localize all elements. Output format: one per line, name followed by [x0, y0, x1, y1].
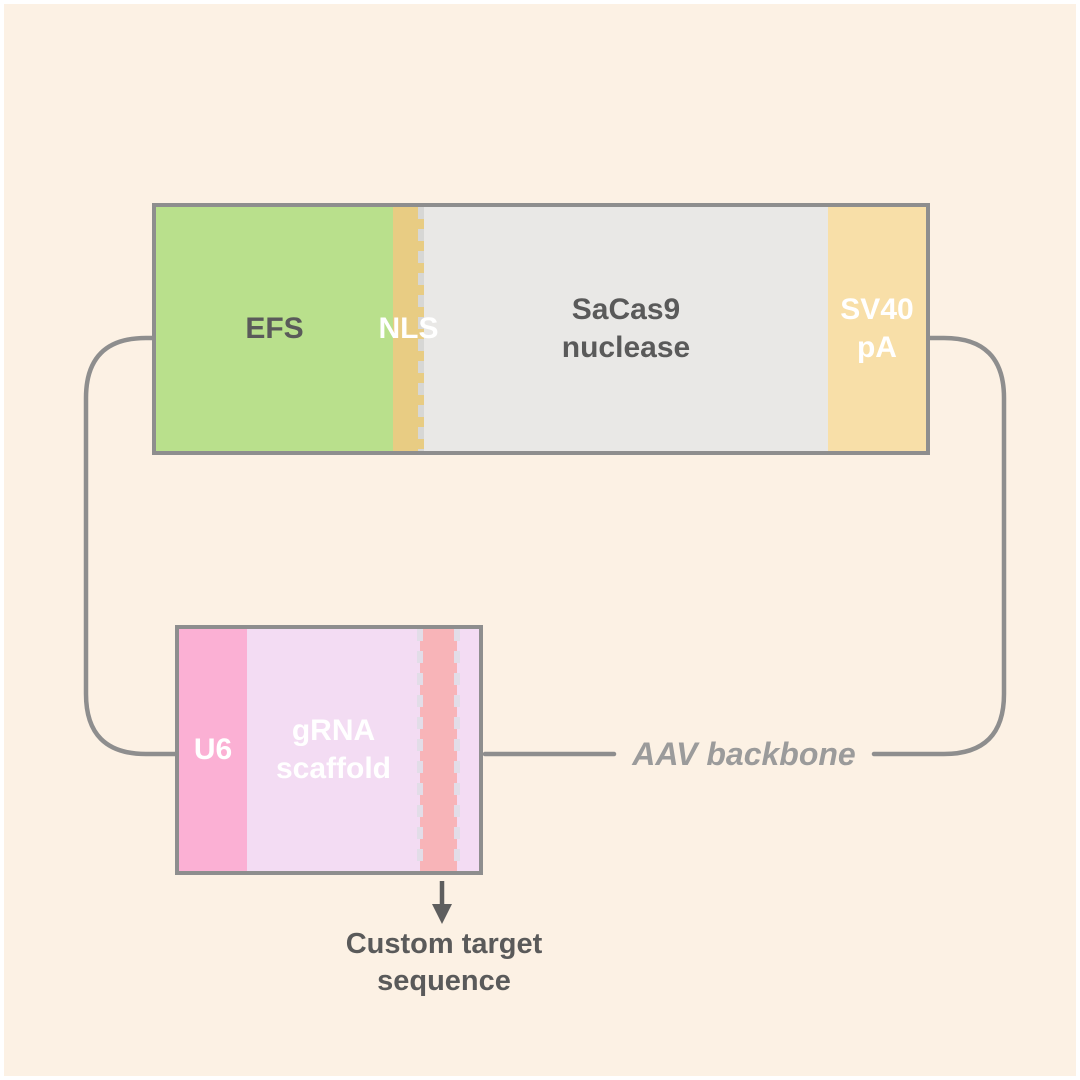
custom-target-arrow-head [432, 904, 452, 924]
target-right-dashed-boundary [454, 629, 460, 871]
target-left-dashed-boundary [417, 629, 423, 871]
custom-target-sequence-segment [420, 629, 457, 871]
sv40-pa-label: SV40 pA [840, 292, 914, 364]
nls-cas9-dashed-boundary [418, 207, 424, 451]
u6-label: U6 [193, 732, 233, 766]
efs-promoter-segment: EFS [156, 207, 393, 451]
sacas9-label: SaCas9 nuclease [561, 292, 691, 364]
scaffold-tail-segment [457, 629, 479, 871]
sv40-pa-segment: SV40 pA [828, 207, 926, 451]
sacas9-nuclease-segment: SaCas9 nuclease [424, 207, 828, 451]
nls-label: NLS [378, 311, 439, 345]
custom-target-label: Custom target sequence [345, 928, 543, 997]
grna-scaffold-label: gRNA scaffold [275, 713, 392, 785]
cas9-expression-construct: EFS NLS SaCas9 nuclease SV40 pA [152, 203, 930, 455]
u6-promoter-segment: U6 [179, 629, 247, 871]
efs-label: EFS [245, 311, 304, 345]
grna-expression-construct: U6 gRNA scaffold [175, 625, 483, 875]
grna-scaffold-segment: gRNA scaffold [247, 629, 420, 871]
connector-layer [83, 335, 1007, 924]
aav-backbone-label: AAV backbone [632, 736, 856, 772]
